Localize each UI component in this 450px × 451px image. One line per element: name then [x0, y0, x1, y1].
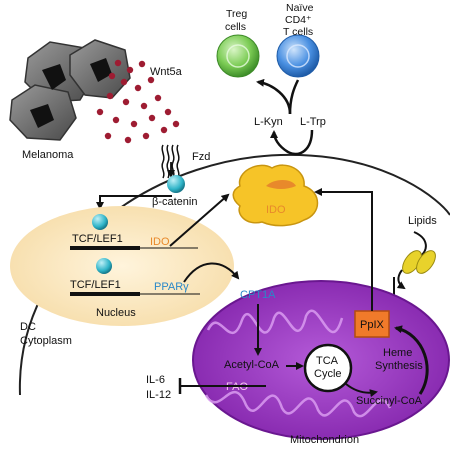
- beta-catenin-label: β-catenin: [152, 196, 197, 208]
- nucleus: [10, 206, 234, 326]
- naive-label-line3: T cells: [283, 26, 313, 38]
- lipids-label: Lipids: [408, 215, 437, 227]
- wnt5a-label: Wnt5a: [150, 66, 183, 78]
- mitochondrion-label: Mitochondrion: [290, 434, 359, 446]
- acetyl-coa-label: Acetyl-CoA: [224, 359, 280, 371]
- tca-cycle: [303, 343, 353, 393]
- beta-catenin-nuclear-2: [96, 258, 112, 274]
- fzd-label: Fzd: [192, 151, 210, 163]
- tca-label-line2: Cycle: [314, 368, 342, 380]
- tca-to-succinyl-arrow: [345, 383, 378, 398]
- beta-catenin-to-nucleus-arrow: [96, 195, 172, 210]
- naive-label-line2: CD4⁺: [285, 14, 312, 26]
- tcf-lef1-label-1: TCF/LEF1: [72, 233, 123, 245]
- trp-from-naive-line: [288, 79, 300, 115]
- melanoma-label: Melanoma: [22, 149, 74, 161]
- wnt5a-molecules: [96, 59, 180, 144]
- pplx-label: PpIX: [360, 319, 385, 331]
- ido-enzyme-label: IDO: [266, 204, 286, 216]
- heme-label-line2: Synthesis: [375, 360, 423, 372]
- ido-gene-to-enzyme-arrow: [169, 193, 230, 247]
- trp-to-kyn-conversion-arrow: [270, 129, 314, 156]
- l-trp-label: L-Trp: [300, 116, 326, 128]
- ido-enzyme: [232, 164, 319, 227]
- treg-cell: [216, 34, 260, 78]
- beta-catenin-molecule: [167, 175, 185, 193]
- tcf-lef1-label-2: TCF/LEF1: [70, 279, 121, 291]
- treg-label-line2: cells: [225, 21, 246, 33]
- beta-catenin-nuclear-1: [92, 214, 108, 230]
- nucleus-label: Nucleus: [96, 307, 136, 319]
- il12-label: IL-12: [146, 389, 171, 401]
- cpt1a-label: CPT1A: [240, 289, 276, 301]
- kyn-to-treg-arrow: [256, 78, 292, 115]
- succinyl-to-pplx-arrow: [394, 325, 429, 395]
- melanoma-cells: [9, 39, 131, 141]
- ppar-gamma-label: PPARγ: [154, 281, 189, 293]
- treg-label-line1: Treg: [226, 8, 247, 20]
- naive-cd4-t-cell: [276, 34, 320, 78]
- l-kyn-label: L-Kyn: [254, 116, 283, 128]
- ido-gene-label: IDO: [150, 236, 170, 248]
- lipid-transporter-2: [416, 250, 436, 274]
- mitochondrial-cristae: [204, 309, 392, 418]
- naive-label-line1: Naïve: [286, 2, 314, 14]
- ido-active-site: [266, 180, 296, 189]
- succinyl-coa-label: Succinyl-CoA: [356, 395, 423, 407]
- il6-label: IL-6: [146, 374, 165, 386]
- tca-label-line1: TCA: [316, 355, 339, 367]
- dc-label: DC: [20, 321, 36, 333]
- pplx-to-ido-arrow: [314, 188, 373, 311]
- lipids-into-cell-arrow: [396, 269, 406, 290]
- cytoplasm-label: Cytoplasm: [20, 335, 72, 347]
- ppar-to-cpt1a-arrow: [183, 262, 240, 283]
- dna-strand-1: [70, 246, 140, 250]
- dna-strand-2: [70, 292, 140, 296]
- heme-label-line1: Heme: [383, 347, 412, 359]
- pplx-box: [354, 310, 390, 338]
